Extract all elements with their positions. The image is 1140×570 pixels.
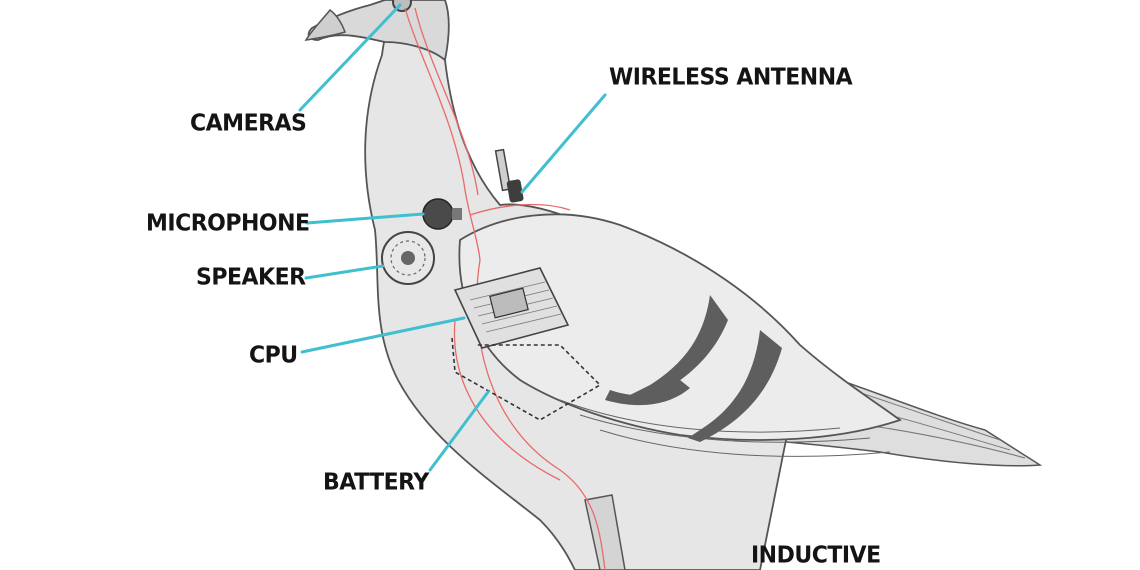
pigeon-leg xyxy=(584,494,626,570)
label-speaker: SPEAKER xyxy=(196,264,306,291)
wing-band-front xyxy=(630,295,728,402)
speaker-device xyxy=(381,231,435,285)
label-inductive: INDUCTIVE xyxy=(751,542,881,569)
battery-outline xyxy=(451,337,602,421)
cpu-chip xyxy=(453,267,570,349)
label-cpu: CPU xyxy=(249,342,298,369)
wing-feather-lines xyxy=(559,399,891,457)
leader-lines xyxy=(298,3,607,472)
leader-wireless-antenna xyxy=(520,93,607,194)
leader-speaker xyxy=(304,264,385,280)
wing-band-back xyxy=(688,330,782,442)
pigeon-beak xyxy=(304,8,346,42)
label-cameras: CAMERAS xyxy=(190,110,307,137)
leader-battery xyxy=(428,390,490,472)
pigeon-wing xyxy=(458,213,902,441)
label-wireless-antenna: WIRELESS ANTENNA xyxy=(609,64,853,91)
leader-microphone xyxy=(305,212,425,225)
label-battery: BATTERY xyxy=(323,469,429,496)
antenna-device xyxy=(494,148,524,203)
leader-cpu xyxy=(300,316,466,354)
label-microphone: MICROPHONE xyxy=(146,210,310,237)
leader-cameras xyxy=(298,3,402,112)
wing-band-tip xyxy=(605,380,690,406)
